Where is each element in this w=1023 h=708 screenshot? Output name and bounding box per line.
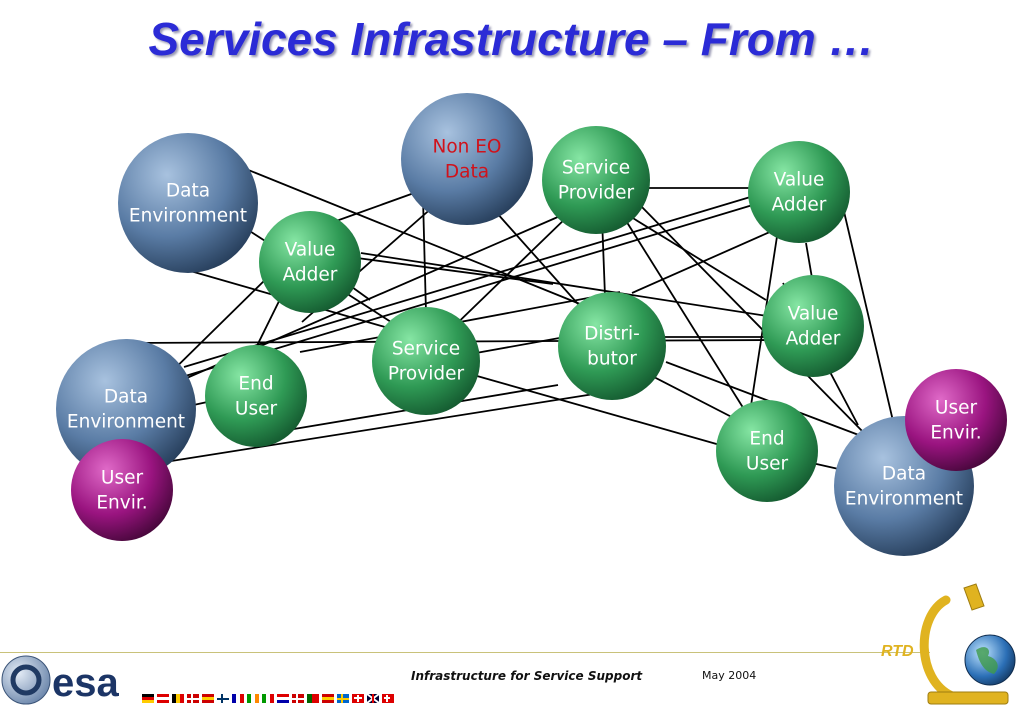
connection-line xyxy=(805,242,813,279)
node-circle xyxy=(259,211,361,313)
connection-line xyxy=(665,361,865,438)
node-label: Environment xyxy=(129,206,247,227)
node-circle xyxy=(372,307,480,415)
node-circle xyxy=(71,439,173,541)
esa-logo: esa xyxy=(1,655,394,705)
node-label: Data xyxy=(166,181,210,202)
member-flags-strip xyxy=(142,693,394,704)
esa-wordmark: esa xyxy=(52,661,119,705)
non-eo-data-node: Non EO Data xyxy=(401,93,533,225)
connection-lines xyxy=(124,164,894,471)
node-label: End xyxy=(749,429,784,450)
node-label: Adder xyxy=(786,329,841,350)
footer-divider xyxy=(0,652,930,653)
node-circle xyxy=(542,126,650,234)
node-label: Service xyxy=(562,158,630,179)
node-label: User xyxy=(935,398,978,419)
node-circle xyxy=(762,275,864,377)
node-label: butor xyxy=(587,349,637,370)
node-label: Non EO xyxy=(432,137,501,158)
node-label: User xyxy=(101,468,144,489)
connection-line xyxy=(495,211,579,305)
rtd-label: RTD xyxy=(881,643,914,660)
node-circle xyxy=(558,292,666,400)
connection-line xyxy=(469,373,721,446)
connection-line xyxy=(631,230,773,294)
node-circle xyxy=(905,369,1007,471)
node-label: Value xyxy=(285,240,336,261)
node-label: Envir. xyxy=(930,423,981,444)
node-label: Provider xyxy=(388,364,465,385)
connection-line xyxy=(622,215,748,415)
connection-line xyxy=(183,194,758,368)
connection-line xyxy=(360,252,781,319)
node-circle xyxy=(748,141,850,243)
node-label: Adder xyxy=(772,195,827,216)
footer-title: Infrastructure for Service Support xyxy=(411,669,643,683)
footer-date: May 2004 xyxy=(702,669,757,682)
connection-line xyxy=(356,257,554,285)
connection-line xyxy=(164,390,614,463)
node-label: Value xyxy=(774,170,825,191)
connection-line xyxy=(841,202,894,422)
node-circle xyxy=(401,93,533,225)
node-label: User xyxy=(746,454,789,475)
microscope-globe-logo xyxy=(919,583,1016,705)
node-circle xyxy=(716,400,818,502)
node-label: Value xyxy=(788,304,839,325)
node-circle xyxy=(56,339,196,479)
node-label: Data xyxy=(104,387,148,408)
node-label: Envir. xyxy=(96,493,147,514)
node-label: Data xyxy=(445,162,489,183)
node-label: Environment xyxy=(845,489,963,510)
node-label: Environment xyxy=(67,412,185,433)
node-label: Adder xyxy=(283,265,338,286)
node-label: Data xyxy=(882,464,926,485)
connection-line xyxy=(622,211,767,301)
connection-line xyxy=(235,164,586,307)
connection-line xyxy=(442,214,570,338)
node-circle xyxy=(118,133,258,273)
connection-line xyxy=(324,187,429,226)
node-label: User xyxy=(235,399,278,420)
node-circle xyxy=(205,345,307,447)
connection-line xyxy=(637,202,869,438)
node-label: End xyxy=(238,374,273,395)
node-label: Service xyxy=(392,339,460,360)
node-label: Provider xyxy=(558,183,635,204)
node-label: Distri- xyxy=(584,324,640,345)
slide-title: Services Infrastructure – From … xyxy=(148,13,875,65)
service-node: Distri-butor xyxy=(558,292,666,400)
connection-line xyxy=(475,336,566,354)
